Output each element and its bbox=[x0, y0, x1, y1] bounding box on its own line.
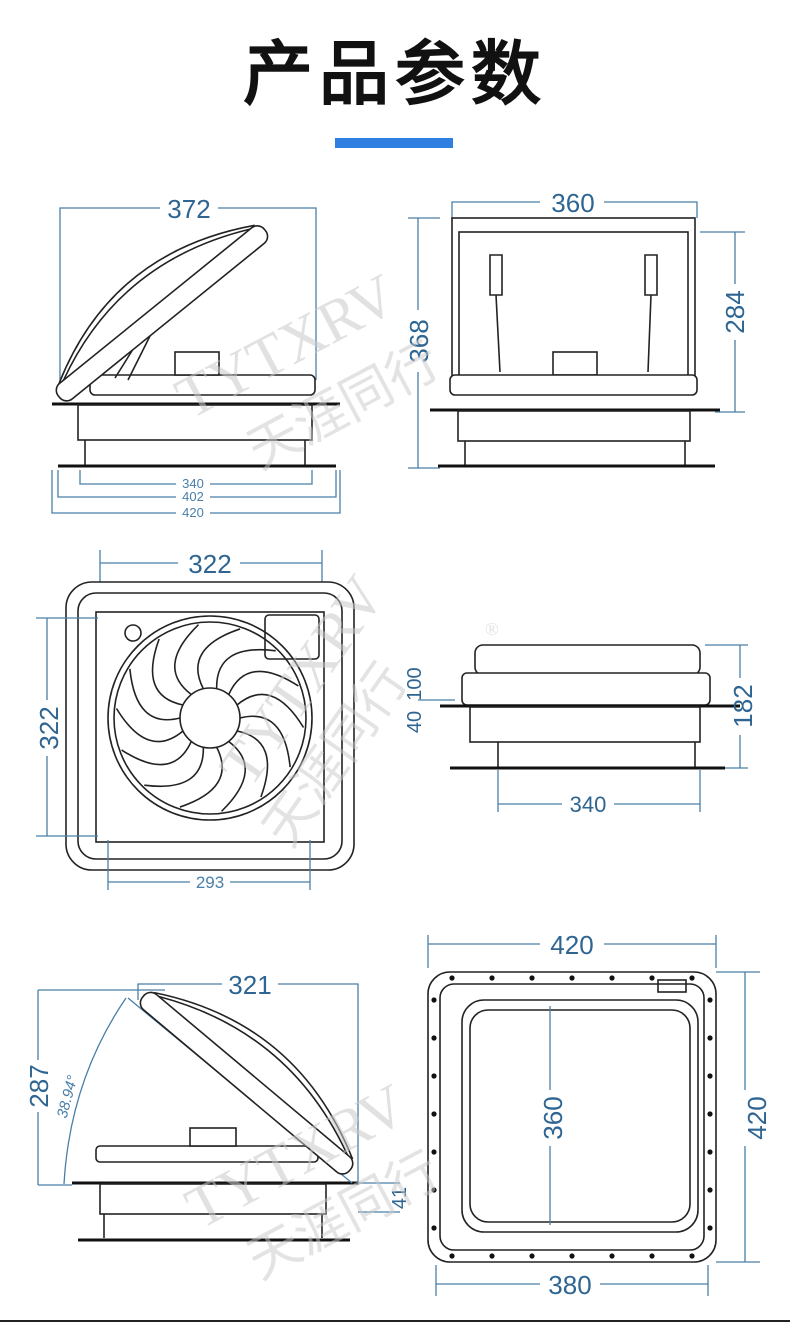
dim-402: 402 bbox=[182, 489, 204, 504]
screw-hole bbox=[689, 975, 695, 981]
screw-hole bbox=[431, 997, 437, 1003]
fan-blade bbox=[236, 730, 269, 798]
screw-hole bbox=[431, 1111, 437, 1117]
fan-blade bbox=[121, 741, 193, 766]
screw-hole bbox=[707, 1111, 713, 1117]
screw-hole bbox=[689, 1253, 695, 1259]
screw-hole bbox=[649, 1253, 655, 1259]
dim-340-closed: 340 bbox=[570, 792, 607, 817]
fan-blade bbox=[220, 740, 246, 812]
fan-blade bbox=[115, 708, 184, 743]
dim-293: 293 bbox=[196, 873, 224, 892]
screw-hole bbox=[609, 975, 615, 981]
dim-321: 321 bbox=[228, 970, 271, 1000]
fan-icon bbox=[107, 615, 313, 821]
fan-blade bbox=[129, 668, 181, 721]
dim-287: 287 bbox=[24, 1064, 54, 1107]
dim-420: 420 bbox=[182, 505, 204, 520]
fan-blade bbox=[197, 628, 241, 690]
screw-hole bbox=[431, 1149, 437, 1155]
fan-blade bbox=[151, 638, 184, 706]
screw-hole bbox=[707, 1149, 713, 1155]
view-side-open-angle: 321 287 38.94° 41 bbox=[24, 970, 411, 1242]
bottom-divider bbox=[0, 1320, 790, 1322]
dim-41: 41 bbox=[389, 1187, 411, 1209]
dim-420-width: 420 bbox=[550, 930, 593, 960]
dim-182: 182 bbox=[728, 684, 758, 727]
dim-340: 340 bbox=[182, 476, 204, 491]
screw-hole bbox=[569, 975, 575, 981]
screw-hole bbox=[569, 1253, 575, 1259]
dim-322-width: 322 bbox=[188, 549, 231, 579]
dim-372: 372 bbox=[167, 194, 210, 224]
view-side-closed: 182 100 40 340 bbox=[404, 644, 758, 817]
screw-hole bbox=[449, 1253, 455, 1259]
screw-hole bbox=[489, 975, 495, 981]
view-side-open-back: 360 368 284 bbox=[404, 188, 750, 469]
screw-hole bbox=[431, 1225, 437, 1231]
page-title: 产品参数 bbox=[243, 33, 547, 115]
screw-hole bbox=[489, 1253, 495, 1259]
fan-blade bbox=[227, 670, 299, 695]
screw-hole bbox=[649, 975, 655, 981]
screw-hole bbox=[431, 1035, 437, 1041]
dim-380: 380 bbox=[548, 1270, 591, 1300]
screw-hole bbox=[707, 997, 713, 1003]
fan-blade bbox=[239, 715, 291, 768]
screw-hole bbox=[707, 1225, 713, 1231]
dim-angle: 38.94° bbox=[54, 1074, 82, 1120]
view-side-open-front: 372 340 402 420 bbox=[51, 194, 341, 520]
title-accent-bar bbox=[335, 138, 453, 148]
dim-420-height: 420 bbox=[742, 1096, 772, 1139]
fan-blade bbox=[179, 746, 223, 808]
svg-text:®: ® bbox=[485, 619, 499, 639]
dim-100: 100 bbox=[404, 667, 426, 700]
dim-368: 368 bbox=[404, 319, 434, 362]
fan-blade bbox=[174, 624, 200, 696]
dim-284: 284 bbox=[720, 290, 750, 333]
screw-hole bbox=[529, 1253, 535, 1259]
view-top-fan: 322 322 293 bbox=[34, 549, 355, 892]
screw-hole bbox=[609, 1253, 615, 1259]
dim-40: 40 bbox=[404, 711, 426, 733]
screw-hole bbox=[431, 1187, 437, 1193]
dim-360-height: 360 bbox=[538, 1096, 568, 1139]
dim-322-height: 322 bbox=[34, 706, 64, 749]
screw-hole bbox=[707, 1035, 713, 1041]
screw-hole bbox=[529, 975, 535, 981]
fan-blade bbox=[144, 747, 205, 787]
screw-hole bbox=[431, 1073, 437, 1079]
fan-blade bbox=[236, 693, 305, 728]
dim-360: 360 bbox=[551, 188, 594, 218]
screw-hole bbox=[449, 975, 455, 981]
screw-hole bbox=[707, 1187, 713, 1193]
screw-hole bbox=[707, 1073, 713, 1079]
view-top-lid: 420 360 420 380 bbox=[427, 930, 772, 1300]
